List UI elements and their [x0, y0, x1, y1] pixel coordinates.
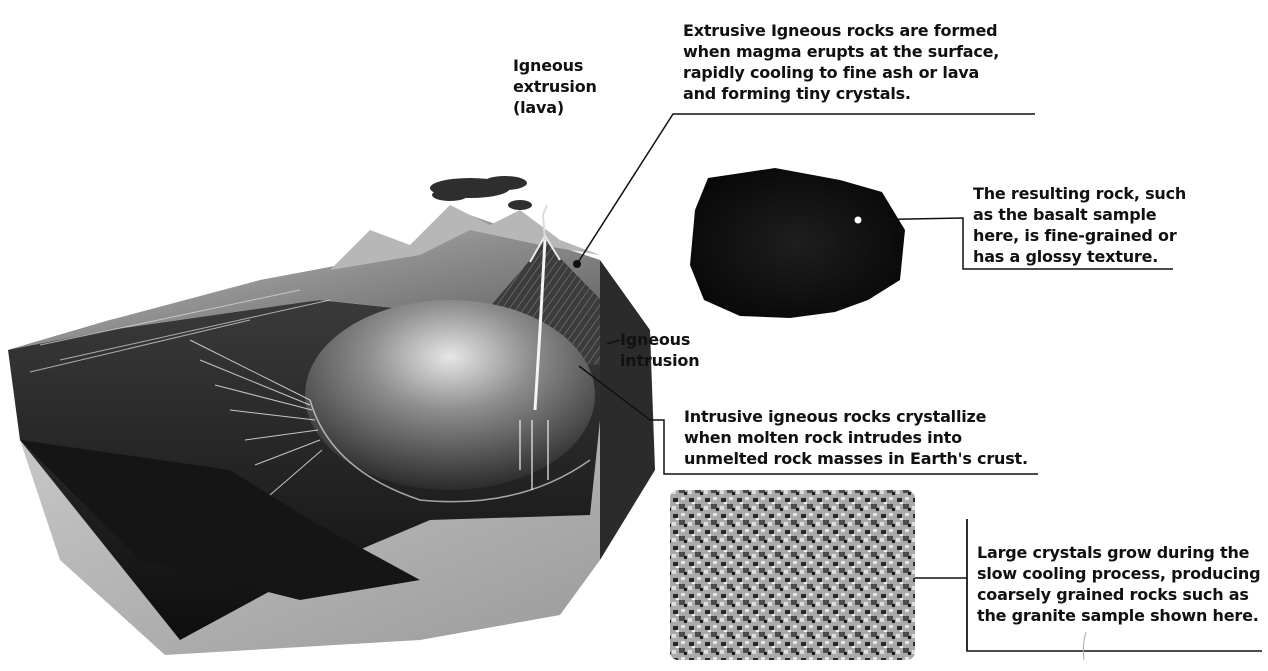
extrusion-label-line: Igneous	[513, 55, 597, 76]
callout-basalt-line: The resulting rock, such	[973, 183, 1186, 204]
callout-intrusive-line: Intrusive igneous rocks crystallize	[684, 406, 1028, 427]
granite-sample	[670, 490, 915, 660]
callout-granite-line: slow cooling process, producing	[977, 563, 1260, 584]
callout-intrusive-line: unmelted rock masses in Earth's crust.	[684, 448, 1028, 469]
block-diagram	[8, 176, 655, 655]
callout-extrusive: Extrusive Igneous rocks are formed when …	[683, 20, 999, 104]
extrusion-label-line: extrusion	[513, 76, 597, 97]
extrusion-label: Igneous extrusion (lava)	[513, 55, 597, 118]
callout-granite: Large crystals grow during the slow cool…	[977, 542, 1260, 626]
eruption-plume	[430, 176, 532, 210]
basalt-sample	[690, 168, 905, 318]
callout-basalt-line: as the basalt sample	[973, 204, 1186, 225]
intrusion-label: Igneous intrusion	[620, 329, 699, 371]
callout-extrusive-line: rapidly cooling to fine ash or lava	[683, 62, 999, 83]
callout-basalt-line: here, is fine-grained or	[973, 225, 1186, 246]
callout-granite-line: the granite sample shown here.	[977, 605, 1260, 626]
callout-intrusive: Intrusive igneous rocks crystallize when…	[684, 406, 1028, 469]
intrusion-label-line: intrusion	[620, 350, 699, 371]
intrusion-label-line: Igneous	[620, 329, 699, 350]
callout-extrusive-line: when magma erupts at the surface,	[683, 41, 999, 62]
callout-intrusive-line: when molten rock intrudes into	[684, 427, 1028, 448]
right-side	[600, 260, 655, 560]
callout-extrusive-line: Extrusive Igneous rocks are formed	[683, 20, 999, 41]
callout-basalt-line: has a glossy texture.	[973, 246, 1186, 267]
callout-granite-line: coarsely grained rocks such as	[977, 584, 1260, 605]
callout-basalt: The resulting rock, such as the basalt s…	[973, 183, 1186, 267]
callout-granite-line: Large crystals grow during the	[977, 542, 1260, 563]
extrusion-label-line: (lava)	[513, 97, 597, 118]
callout-extrusive-line: and forming tiny crystals.	[683, 83, 999, 104]
